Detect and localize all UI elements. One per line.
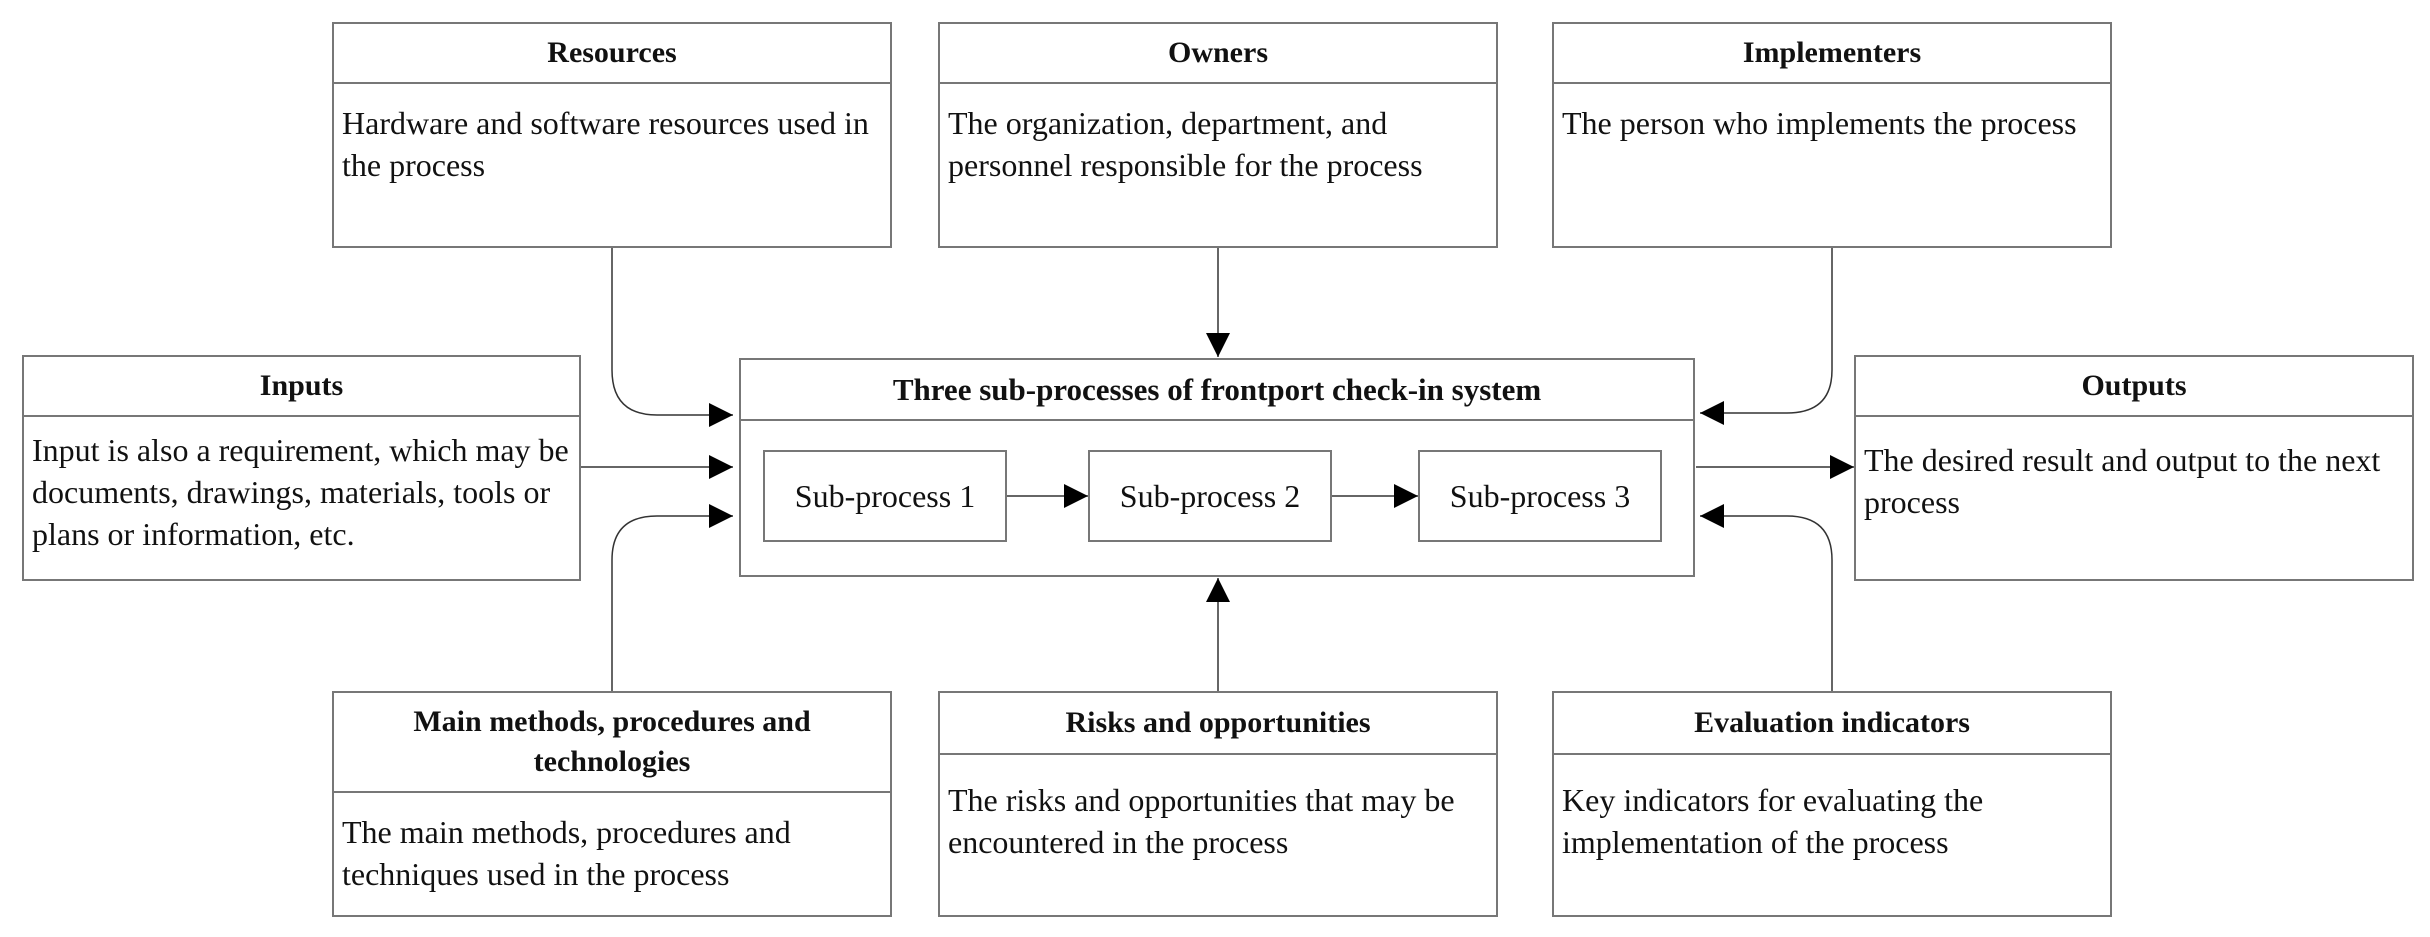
center-box — [739, 358, 1695, 577]
evaluation-arrow — [1700, 504, 1833, 691]
inputs-title: Inputs — [24, 357, 579, 417]
resources-description: Hardware and software resources used in … — [342, 105, 869, 183]
methods-arrow — [611, 504, 733, 691]
methods-title: Main methods, procedures and technologie… — [334, 693, 890, 793]
resources-arrow — [611, 248, 733, 427]
resources-title: Resources — [334, 24, 890, 84]
methods-description: The main methods, procedures and techniq… — [342, 814, 791, 892]
resources-box: Resources Hardware and software resource… — [332, 22, 892, 248]
implementers-title: Implementers — [1554, 24, 2110, 84]
implementers-description: The person who implements the process — [1562, 105, 2077, 141]
evaluation-description: Key indicators for evaluating the implem… — [1562, 782, 1984, 860]
risks-title: Risks and opportunities — [940, 693, 1496, 755]
owners-title: Owners — [940, 24, 1496, 84]
evaluation-box: Evaluation indicators Key indicators for… — [1552, 691, 2112, 917]
outputs-description: The desired result and output to the nex… — [1864, 442, 2381, 520]
evaluation-title: Evaluation indicators — [1554, 693, 2110, 755]
center-title: Three sub-processes of frontport check-i… — [892, 372, 1542, 407]
risks-box: Risks and opportunities The risks and op… — [938, 691, 1498, 917]
inputs-description: Input is also a requirement, which may b… — [32, 432, 569, 552]
sub-process-2: Sub-process 2 — [1088, 450, 1332, 542]
owners-box: Owners The organization, department, and… — [938, 22, 1498, 248]
implementers-arrow — [1700, 248, 1833, 425]
sub-process-1: Sub-process 1 — [763, 450, 1007, 542]
outputs-box: Outputs The desired result and output to… — [1854, 355, 2414, 581]
risks-description: The risks and opportunities that may be … — [948, 782, 1455, 860]
outputs-title: Outputs — [1856, 357, 2412, 417]
inputs-box: Inputs Input is also a requirement, whic… — [22, 355, 581, 581]
sub-process-3: Sub-process 3 — [1418, 450, 1662, 542]
methods-box: Main methods, procedures and technologie… — [332, 691, 892, 917]
implementers-box: Implementers The person who implements t… — [1552, 22, 2112, 248]
owners-description: The organization, department, and person… — [948, 105, 1423, 183]
